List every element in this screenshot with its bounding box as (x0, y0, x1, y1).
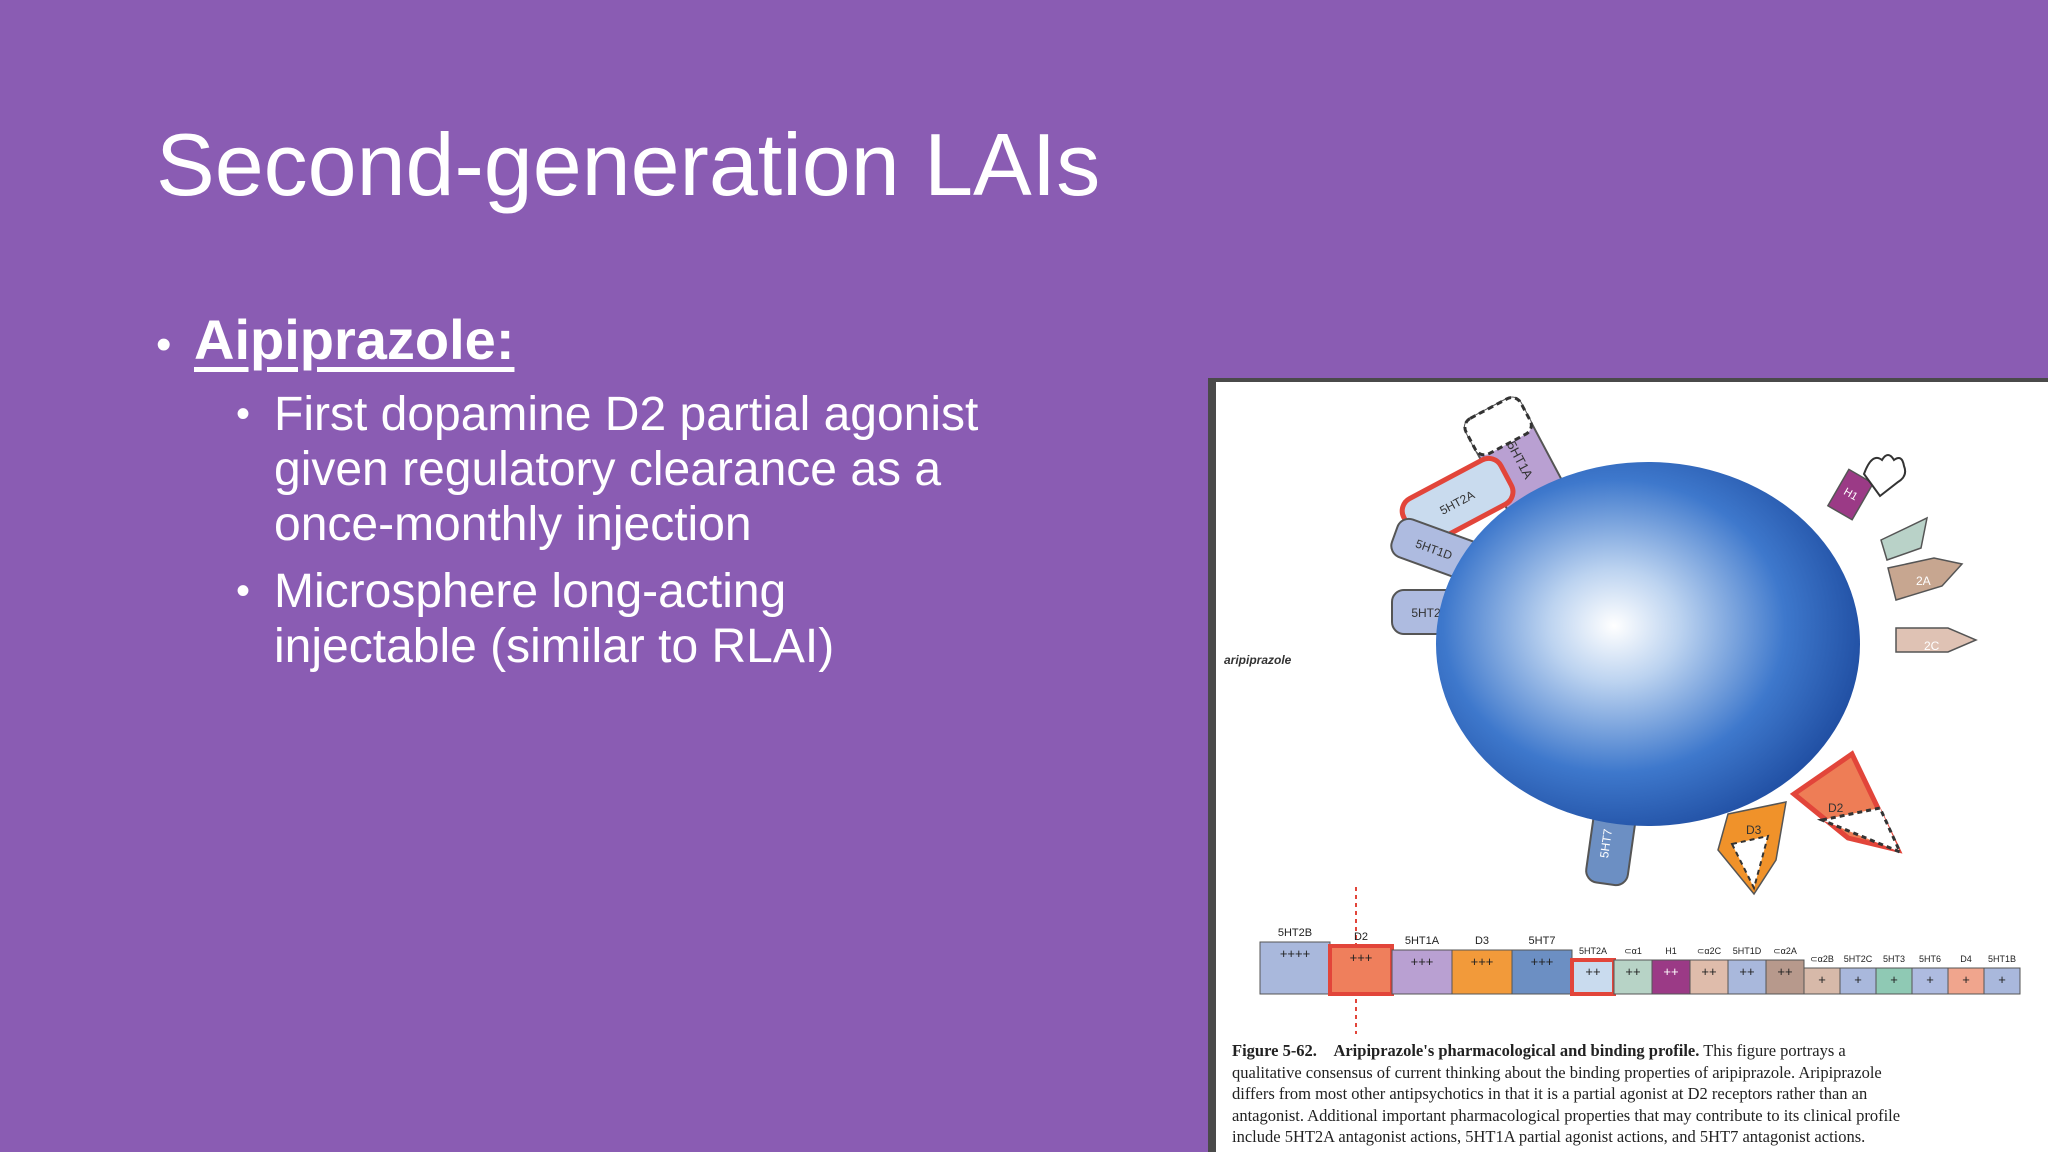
svg-text:D3: D3 (1746, 823, 1762, 837)
binding-bar-label: ⊂α2B (1810, 954, 1834, 964)
tab-d3: D3 (1717, 801, 1787, 896)
binding-bar (1451, 949, 1513, 995)
bullet-dot-icon: • (236, 569, 251, 613)
binding-bar (1803, 967, 1841, 995)
binding-bar (1765, 959, 1805, 995)
drug-sphere (1436, 462, 1860, 826)
binding-bar-value: +++ (1411, 954, 1434, 969)
binding-bar-label: ⊂α2C (1697, 946, 1722, 956)
binding-bar-label: 5HT3 (1883, 954, 1905, 964)
binding-bar (1651, 959, 1691, 995)
binding-bar-label: 5HT1D (1733, 946, 1762, 956)
sub-bullet: • First dopamine D2 partial agonist give… (236, 387, 1056, 552)
binding-bar-value: + (1854, 972, 1862, 987)
binding-bar-value: +++ (1531, 954, 1554, 969)
binding-bar-value: + (1926, 972, 1934, 987)
alpha-tab-1 (1880, 516, 1929, 561)
binding-bar-label: 5HT6 (1919, 954, 1941, 964)
binding-bar-label: H1 (1665, 946, 1677, 956)
sub-bullet-list: • First dopamine D2 partial agonist give… (236, 387, 1056, 674)
binding-bar-label: 5HT1A (1405, 935, 1440, 947)
binding-bar-label: 5HT7 (1529, 935, 1556, 947)
tab-2c: 2C (1895, 627, 1978, 653)
binding-bar-label: D4 (1960, 954, 1972, 964)
svg-text:D2: D2 (1828, 801, 1844, 815)
sub-bullet: • Microsphere long-acting injectable (si… (236, 564, 1056, 674)
binding-bar-strip: ++++5HT2B+++D2+++5HT1A+++D3+++5HT7++5HT2… (1259, 927, 2021, 996)
binding-bar-value: +++ (1471, 954, 1494, 969)
binding-bar (1511, 949, 1573, 995)
caption-heading: Aripiprazole's pharmacological and bindi… (1333, 1041, 1700, 1060)
binding-bar-label: D2 (1354, 931, 1368, 943)
caption-line: differs from most other antipsychotics i… (1232, 1084, 1868, 1103)
binding-bar-value: + (1890, 972, 1898, 987)
agonist-hand-icon (1862, 454, 1907, 498)
binding-bar-value: +++ (1350, 950, 1373, 965)
binding-bar-label: 5HT1B (1988, 954, 2016, 964)
binding-bar-value: ++ (1777, 964, 1792, 979)
binding-bar-label: 5HT2C (1844, 954, 1873, 964)
caption-line: antagonist. Additional important pharmac… (1232, 1105, 1901, 1125)
tab-2a: 2A (1887, 557, 1964, 601)
bullet-label: Aipiprazole: (194, 308, 515, 371)
binding-bar-label: 5HT2A (1579, 946, 1607, 956)
binding-bar-value: + (1818, 972, 1826, 987)
binding-bar (1689, 959, 1729, 995)
svg-text:2A: 2A (1916, 574, 1931, 588)
sub-bullet-text: Microsphere long-acting injectable (simi… (274, 565, 835, 673)
binding-bar-value: ++++ (1280, 946, 1310, 961)
bullet-aripiprazole: • Aipiprazole: (156, 306, 1056, 379)
svg-text:2C: 2C (1924, 639, 1940, 653)
binding-bar (1875, 967, 1913, 995)
bullet-dot-icon: • (236, 392, 251, 436)
binding-bar-value: ++ (1663, 964, 1678, 979)
binding-bar-value: + (1998, 972, 2006, 987)
binding-bar (1727, 959, 1767, 995)
caption-line: qualitative consensus of current thinkin… (1232, 1062, 1882, 1082)
tab-h1: H1 (1826, 468, 1875, 521)
tab-d2: D2 (1789, 750, 1903, 855)
binding-bar-label: D3 (1475, 935, 1489, 947)
binding-bar-value: ++ (1739, 964, 1754, 979)
binding-profile-figure: 5HT1A 5HT2A 5HT1D 5HT2B H1 (1208, 378, 2048, 1152)
binding-bar (1839, 967, 1877, 995)
binding-bar (1259, 941, 1331, 995)
bullet-list: • Aipiprazole: • First dopamine D2 parti… (156, 306, 1056, 686)
binding-bar-value: ++ (1625, 964, 1640, 979)
caption-line: This figure portrays a (1703, 1041, 1846, 1060)
bullet-dot-icon: • (156, 320, 172, 369)
binding-bar (1911, 967, 1949, 995)
sub-bullet-text: First dopamine D2 partial agonist given … (274, 388, 979, 551)
binding-bar-label: ⊂α1 (1624, 946, 1642, 956)
binding-bar-label: ⊂α2A (1773, 946, 1797, 956)
caption-figure-no: Figure 5-62. (1232, 1041, 1317, 1060)
binding-bar (1328, 944, 1394, 996)
figure-caption: Figure 5-62. Aripiprazole's pharmacologi… (1232, 1040, 2040, 1148)
binding-bar (1983, 967, 2021, 995)
drug-label: aripiprazole (1224, 653, 1292, 667)
binding-bar-value: ++ (1585, 964, 1600, 979)
binding-bar-label: 5HT2B (1278, 927, 1312, 939)
binding-bar-value: + (1962, 972, 1970, 987)
slide-title: Second-generation LAIs (156, 115, 1101, 214)
binding-profile-diagram: 5HT1A 5HT2A 5HT1D 5HT2B H1 (1224, 396, 2021, 1034)
binding-bar-value: ++ (1701, 964, 1716, 979)
tab-label: 5HT7 (1597, 828, 1615, 859)
caption-line: include 5HT2A antagonist actions, 5HT1A … (1232, 1127, 1866, 1146)
